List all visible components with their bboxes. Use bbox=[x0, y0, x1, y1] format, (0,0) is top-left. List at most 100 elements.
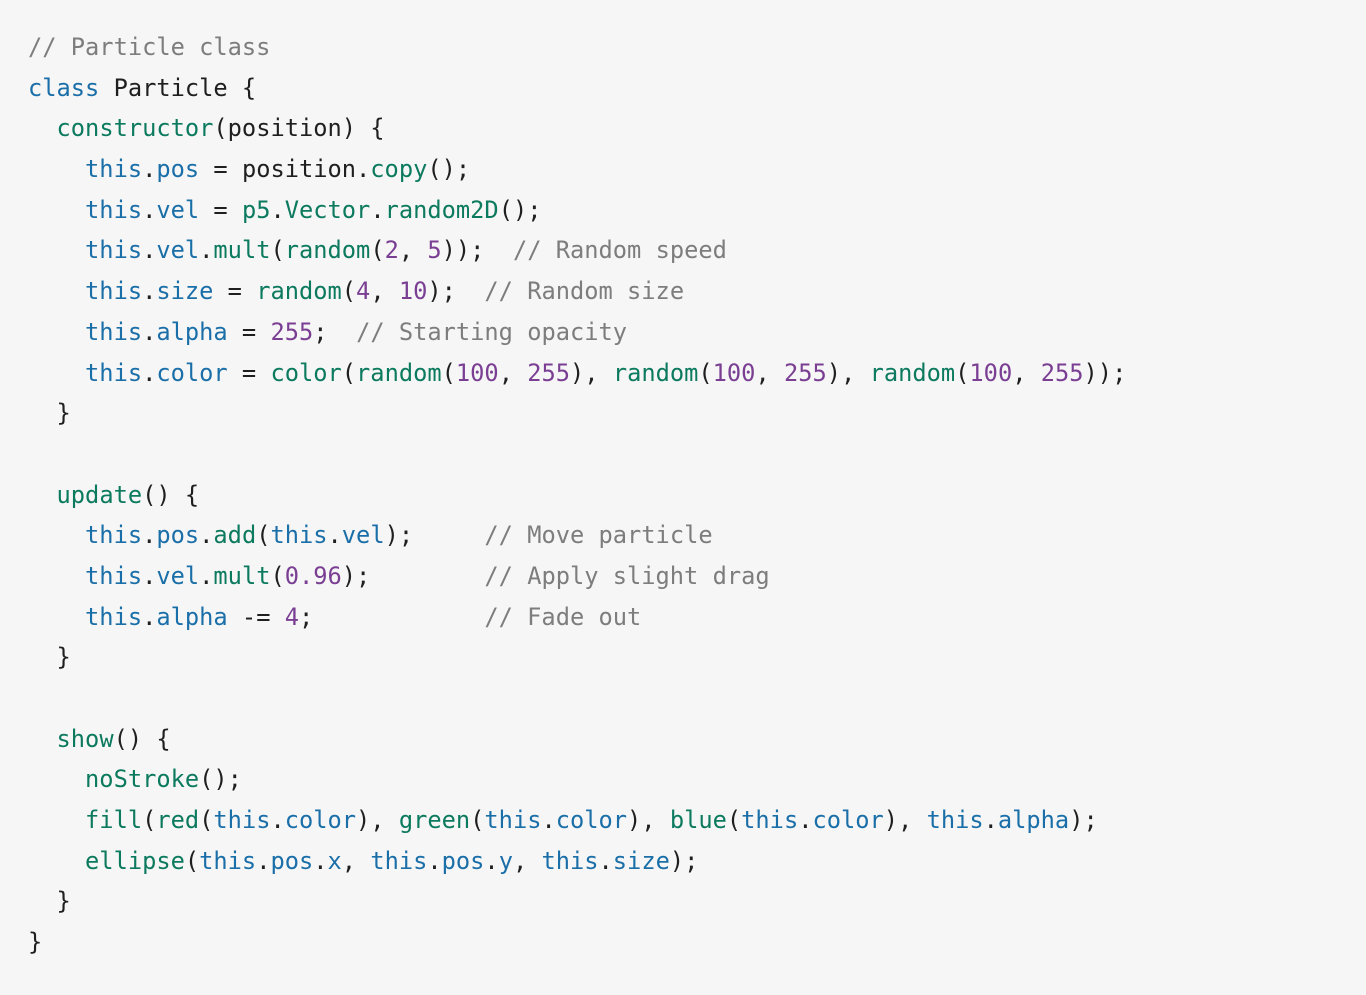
text-token: ), bbox=[627, 806, 670, 835]
text-token: ); bbox=[1069, 806, 1098, 835]
function-token: green bbox=[398, 806, 471, 835]
text-token bbox=[28, 521, 85, 549]
code-line: } bbox=[28, 881, 1366, 922]
code-line: this.alpha -= 4; // Fade out bbox=[28, 597, 1366, 638]
text-token: ( bbox=[184, 846, 200, 875]
keyword-token: this bbox=[370, 846, 428, 875]
text-token: , bbox=[1012, 358, 1041, 387]
function-token: mult bbox=[213, 561, 271, 590]
code-line: this.pos = position.copy(); bbox=[28, 149, 1366, 190]
text-token: ), bbox=[356, 806, 399, 835]
text-token: . bbox=[983, 806, 998, 835]
function-token: red bbox=[156, 806, 200, 835]
keyword-token: color bbox=[156, 358, 228, 387]
keyword-token: this bbox=[85, 358, 143, 387]
code-line: this.vel.mult(random(2, 5)); // Random s… bbox=[28, 230, 1366, 271]
keyword-token: this bbox=[85, 195, 143, 224]
keyword-token: this bbox=[85, 236, 143, 265]
function-token: random2D bbox=[384, 195, 499, 224]
keyword-token: vel bbox=[156, 561, 200, 590]
text-token: . bbox=[484, 846, 499, 875]
code-line: this.size = random(4, 10); // Random siz… bbox=[28, 271, 1366, 312]
text-token: = bbox=[227, 317, 271, 346]
text-token: ), bbox=[883, 806, 927, 835]
text-token bbox=[28, 847, 85, 875]
code-line: ​ bbox=[28, 678, 1366, 719]
text-token: = position. bbox=[199, 155, 371, 184]
text-token: = bbox=[199, 195, 242, 224]
text-token: . bbox=[142, 521, 157, 550]
number-token: 255 bbox=[270, 317, 314, 346]
code-line: show() { bbox=[28, 719, 1366, 760]
text-token: = bbox=[213, 277, 257, 306]
function-token: ellipse bbox=[85, 846, 185, 875]
text-token: Particle { bbox=[99, 73, 257, 102]
function-token: constructor bbox=[56, 114, 214, 143]
keyword-token: pos bbox=[270, 846, 314, 875]
text-token bbox=[28, 236, 85, 264]
number-token: 255 bbox=[1040, 358, 1084, 387]
text-token: ( bbox=[698, 358, 713, 387]
text-token: . bbox=[142, 317, 157, 346]
code-line: } bbox=[28, 922, 1366, 963]
function-token: mult bbox=[213, 236, 271, 265]
keyword-token: vel bbox=[156, 236, 200, 265]
text-token: . bbox=[199, 236, 214, 265]
text-token: . bbox=[270, 806, 285, 835]
code-line: noStroke(); bbox=[28, 759, 1366, 800]
keyword-token: this bbox=[741, 806, 799, 835]
keyword-token: this bbox=[85, 561, 143, 590]
text-token: ); bbox=[427, 277, 485, 306]
text-token: ( bbox=[142, 806, 157, 835]
function-token: update bbox=[56, 480, 143, 509]
number-token: 100 bbox=[455, 358, 499, 387]
function-token: show bbox=[56, 724, 114, 753]
code-line: ellipse(this.pos.x, this.pos.y, this.siz… bbox=[28, 841, 1366, 882]
keyword-token: size bbox=[156, 277, 214, 306]
comment-token: // Random speed bbox=[512, 236, 727, 265]
keyword-token: this bbox=[85, 521, 143, 550]
text-token: } bbox=[28, 643, 71, 672]
number-token: 10 bbox=[398, 277, 428, 306]
comment-token: // Starting opacity bbox=[356, 317, 628, 346]
text-token: , bbox=[341, 846, 371, 875]
text-token: . bbox=[199, 561, 214, 590]
function-token: copy bbox=[370, 155, 428, 184]
text-token: ), bbox=[826, 358, 870, 387]
comment-token: // Move particle bbox=[484, 521, 713, 550]
function-token: blue bbox=[669, 806, 727, 835]
text-token: . bbox=[427, 846, 442, 875]
text-token: () { bbox=[113, 724, 171, 753]
keyword-token: pos bbox=[156, 155, 200, 184]
number-token: 4 bbox=[356, 277, 371, 306]
code-line: class Particle { bbox=[28, 68, 1366, 109]
number-token: 100 bbox=[969, 358, 1013, 387]
text-token: ( bbox=[256, 521, 271, 550]
keyword-token: x bbox=[327, 846, 342, 875]
keyword-token: this bbox=[199, 846, 257, 875]
number-token: 2 bbox=[384, 236, 399, 265]
text-token: . bbox=[270, 195, 285, 224]
text-token bbox=[28, 806, 85, 834]
keyword-token: color bbox=[555, 806, 628, 835]
text-token: . bbox=[142, 277, 157, 306]
text-token: ( bbox=[199, 806, 214, 835]
text-token: -= bbox=[227, 602, 285, 631]
text-token: ); bbox=[669, 846, 699, 875]
text-token: , bbox=[498, 358, 528, 387]
keyword-token: class bbox=[28, 73, 100, 102]
text-token: } bbox=[28, 928, 43, 957]
text-token bbox=[28, 277, 85, 305]
number-token: 0.96 bbox=[284, 561, 342, 590]
keyword-token: vel bbox=[156, 195, 200, 224]
text-token bbox=[28, 725, 57, 753]
keyword-token: this bbox=[85, 277, 143, 306]
text-token: . bbox=[313, 846, 328, 875]
keyword-token: size bbox=[612, 846, 670, 875]
keyword-token: pos bbox=[441, 846, 485, 875]
function-token: color bbox=[270, 358, 342, 387]
text-token bbox=[28, 318, 85, 346]
number-token: 255 bbox=[527, 358, 571, 387]
code-line: } bbox=[28, 393, 1366, 434]
